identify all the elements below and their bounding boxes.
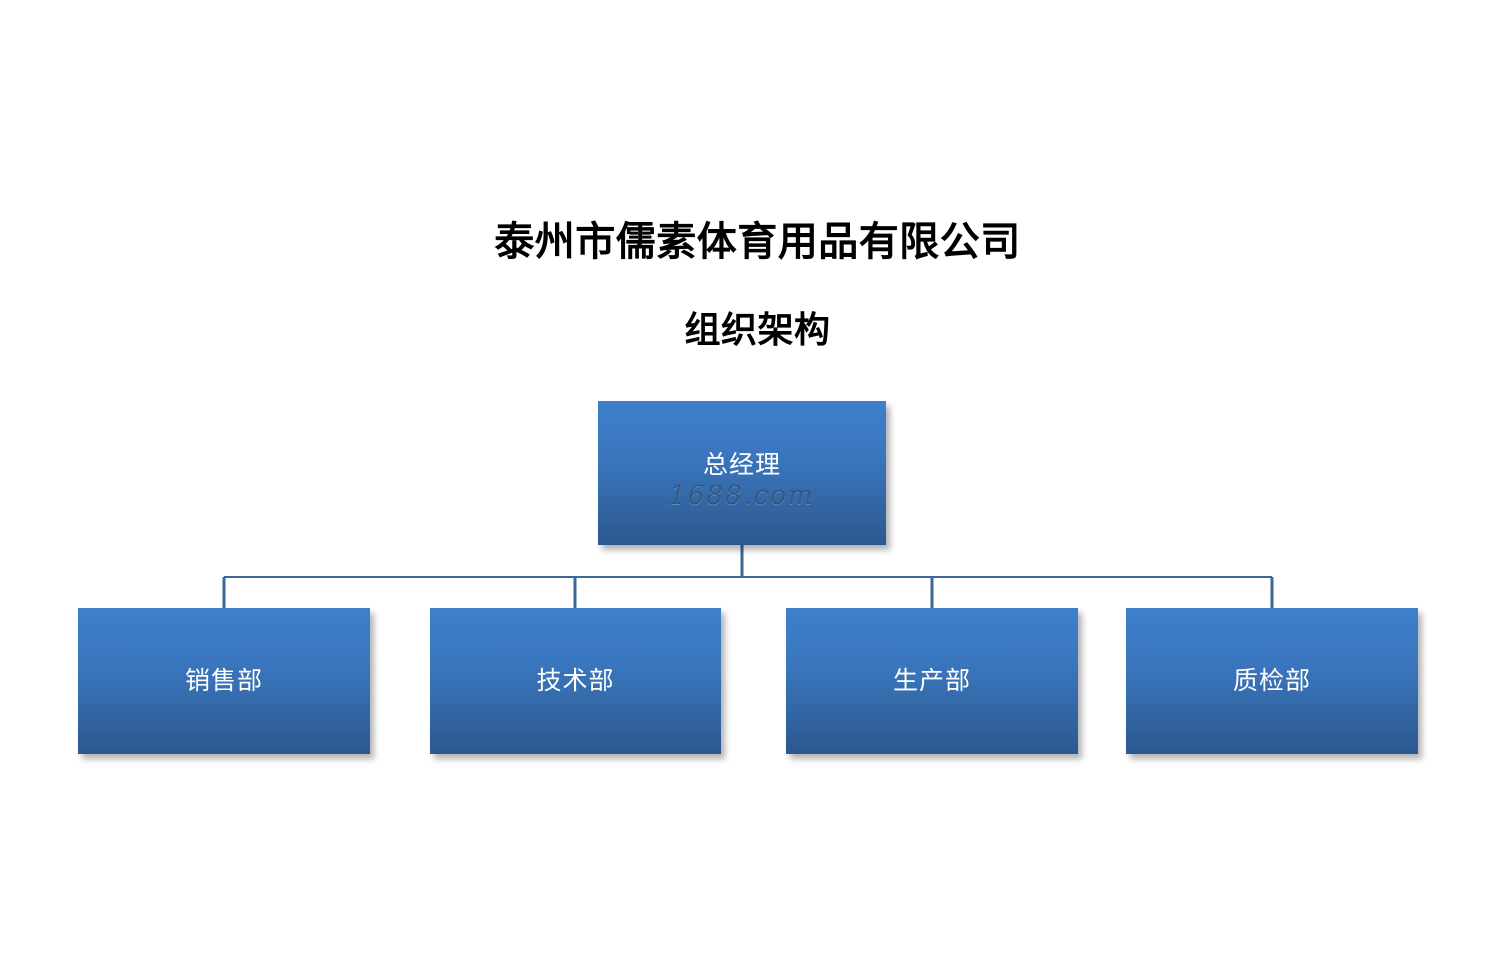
org-node-root-label: 总经理 <box>702 450 781 479</box>
org-node-production[interactable]: 生产部 <box>786 608 1078 754</box>
document-subtitle: 组织架构 <box>684 309 831 350</box>
watermark-text: 1688.com <box>669 481 815 511</box>
org-node-qc-label: 质检部 <box>1232 666 1311 696</box>
org-node-tech-label: 技术部 <box>536 666 615 696</box>
org-node-qc[interactable]: 质检部 <box>1126 608 1418 754</box>
org-node-production-label: 生产部 <box>892 666 971 696</box>
org-node-root[interactable]: 总经理 1688.com <box>598 401 886 545</box>
org-node-sales[interactable]: 销售部 <box>78 608 370 754</box>
chart-title-block: 泰州市儒素体育用品有限公司 组织架构 <box>0 222 1509 348</box>
org-node-sales-label: 销售部 <box>184 666 263 696</box>
company-name-title: 泰州市儒素体育用品有限公司 <box>494 220 1021 264</box>
org-node-tech[interactable]: 技术部 <box>430 608 721 754</box>
